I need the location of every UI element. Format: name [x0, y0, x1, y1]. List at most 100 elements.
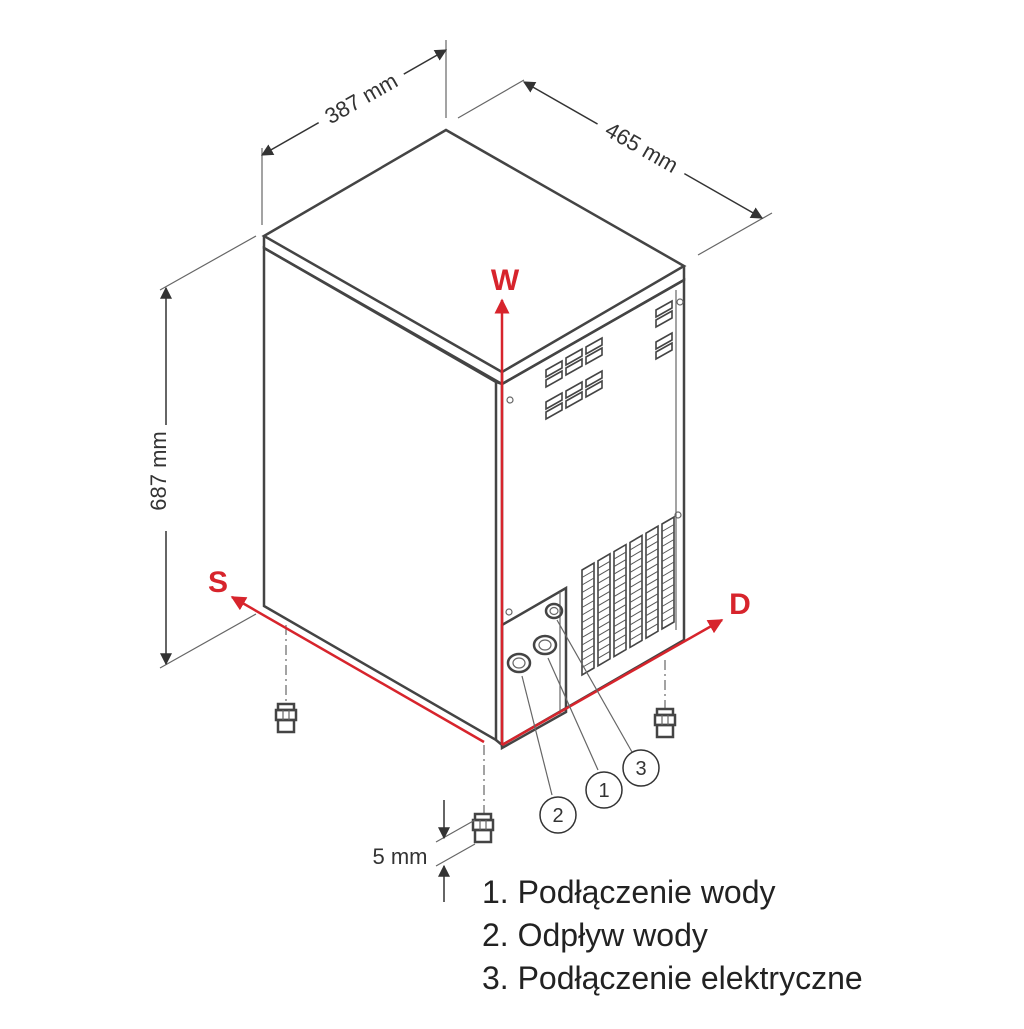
- grill-slat: [661, 599, 675, 607]
- grill-slat: [661, 614, 675, 622]
- grill-slat: [629, 579, 643, 588]
- lid-edge: [262, 236, 686, 386]
- grill-slat: [597, 575, 611, 584]
- grill-slat: [597, 605, 611, 614]
- grill-slat: [629, 617, 643, 626]
- grill-slat: [661, 569, 675, 577]
- callouts: 2 1 3: [521, 619, 660, 834]
- callout-1: 1: [585, 771, 623, 809]
- grill-slat: [645, 608, 659, 617]
- adjustable-foot-icon: [274, 702, 298, 734]
- feet: [274, 625, 677, 844]
- screw-icon: [506, 396, 514, 404]
- dimension-height: 687 mm: [146, 235, 257, 669]
- grill-slat: [581, 645, 595, 653]
- grill-slat: [597, 620, 611, 629]
- grill-slat: [661, 554, 675, 562]
- top-face: [261, 128, 687, 374]
- screw-icon: [674, 511, 682, 519]
- grill-slat: [597, 590, 611, 599]
- legend-item-electrical: 3. Podłączenie elektryczne: [482, 960, 863, 996]
- grill-slat: [613, 589, 627, 598]
- grill-slat: [613, 566, 627, 575]
- grill-slat: [581, 585, 595, 593]
- callout-2: 2: [539, 796, 577, 834]
- dimension-width: 387 mm: [260, 40, 448, 225]
- orientation-axes: W S D: [208, 264, 751, 747]
- left-face: [262, 245, 498, 743]
- grill-slat: [645, 600, 659, 609]
- grill-slat: [597, 628, 611, 637]
- grill-slat: [661, 576, 675, 585]
- grill-slat: [645, 623, 659, 632]
- legend-item-water-inlet: 1. Podłączenie wody: [482, 874, 776, 910]
- axis-left-label: S: [208, 566, 228, 599]
- axis-up-label: W: [491, 264, 520, 297]
- grill-slat: [581, 600, 595, 608]
- grill-slat: [645, 593, 659, 602]
- grill-slat: [661, 531, 675, 540]
- grill-slat: [581, 577, 595, 586]
- grill-slat: [661, 561, 675, 570]
- grill-slat: [613, 559, 627, 568]
- svg-text:3: 3: [635, 758, 646, 780]
- grill-slat: [645, 570, 659, 579]
- grill-slat: [613, 581, 627, 590]
- callout-3: 3: [622, 749, 660, 787]
- svg-text:1: 1: [598, 780, 609, 802]
- grill-slat: [645, 563, 659, 572]
- power-socket: [544, 602, 564, 620]
- upper-vents: [545, 299, 673, 421]
- legend: 1. Podłączenie wody 2. Odpływ wody 3. Po…: [482, 874, 863, 996]
- dimension-depth: 465 mm: [457, 79, 773, 256]
- adjustable-foot-icon: [471, 812, 495, 844]
- grill-slat: [661, 524, 675, 532]
- drain-outlet-connector: [506, 652, 532, 674]
- grill-slat: [597, 598, 611, 607]
- grill-slat: [629, 602, 643, 611]
- grill-slat: [581, 607, 595, 616]
- grill-slat: [645, 540, 659, 549]
- grill-slat: [581, 637, 595, 646]
- legend-item-water-drain: 2. Odpływ wody: [482, 917, 708, 953]
- axis-left-arrow: [230, 595, 485, 744]
- grill-slat: [597, 560, 611, 569]
- grill-slat: [661, 606, 675, 615]
- grill-slat: [629, 549, 643, 558]
- grill-slat: [629, 632, 643, 641]
- grill-slat: [597, 643, 611, 652]
- water-inlet-connector: [532, 634, 558, 656]
- grill-slat: [629, 609, 643, 618]
- height-dimension-label: 687 mm: [146, 431, 171, 510]
- grill-slat: [581, 622, 595, 631]
- grill-slat: [645, 533, 659, 542]
- grill-slat: [613, 611, 627, 620]
- grill-slat: [581, 570, 595, 578]
- grill-slat: [645, 585, 659, 594]
- adjustable-foot-icon: [653, 707, 677, 739]
- grill-slat: [629, 594, 643, 603]
- grill-slat: [597, 613, 611, 622]
- grill-slat: [645, 555, 659, 564]
- grill-slat: [613, 641, 627, 650]
- grill-slat: [661, 546, 675, 555]
- grill-slat: [645, 548, 659, 557]
- grill-slat: [581, 630, 595, 638]
- screw-icon: [505, 608, 513, 616]
- machine-body: [261, 128, 687, 751]
- grill-slat: [581, 615, 595, 623]
- dimension-foot: 5 mm: [373, 800, 476, 902]
- grill-slat: [613, 604, 627, 613]
- grill-slat: [629, 587, 643, 596]
- grill-slat: [629, 542, 643, 551]
- grill-slat: [661, 591, 675, 600]
- axis-right-arrow: [501, 618, 724, 747]
- grill-slat: [581, 652, 595, 661]
- screw-icon: [676, 298, 684, 306]
- axis-right-label: D: [729, 588, 751, 621]
- grill-slat: [613, 626, 627, 635]
- grill-slat: [581, 592, 595, 601]
- grill-slat: [661, 584, 675, 592]
